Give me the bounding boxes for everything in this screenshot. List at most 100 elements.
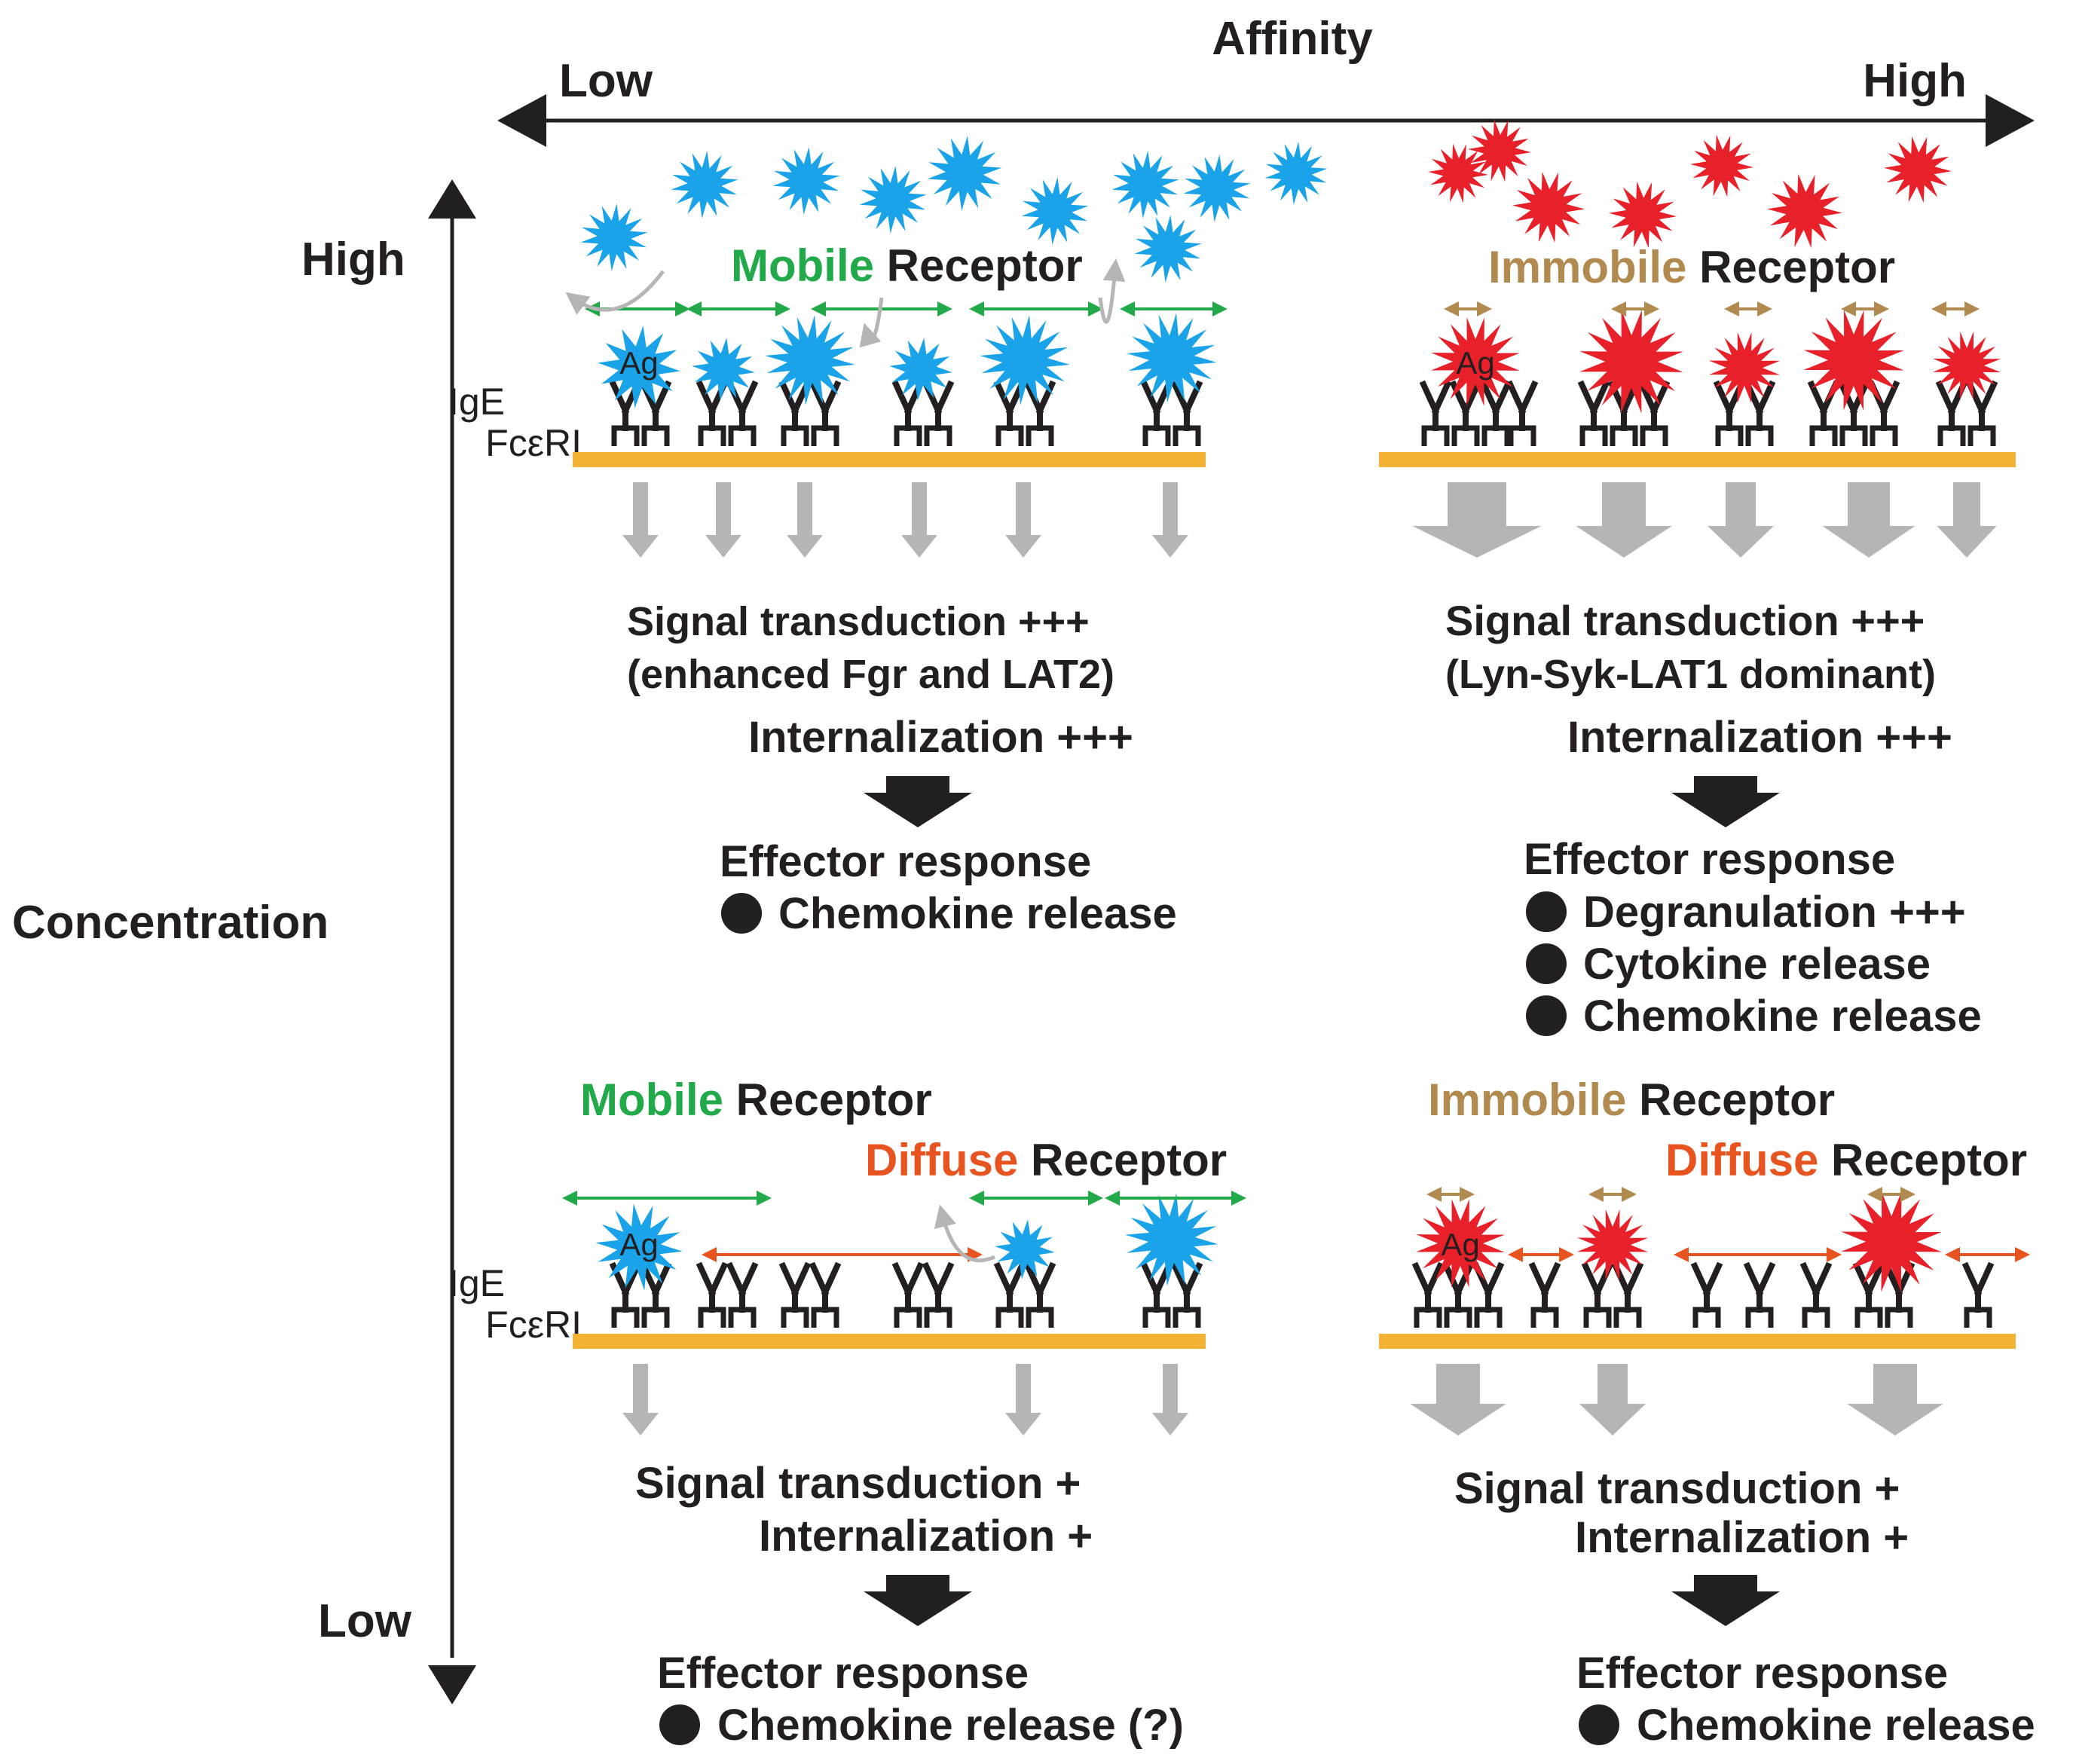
svg-text:Immobile Receptor: Immobile Receptor	[1488, 242, 1895, 292]
effect-item: Degranulation +++	[1583, 888, 1966, 937]
internalization-text: Internalization +	[1575, 1513, 1909, 1562]
signal-arrow-head	[787, 535, 823, 558]
signal-arrow-head	[622, 535, 659, 558]
antigen-icon	[1127, 313, 1217, 403]
signal-arrow-head	[1579, 1404, 1646, 1435]
antigen-icon	[927, 136, 1002, 211]
concentration-title: Concentration	[12, 897, 329, 949]
signal-transduction-text: Signal transduction +	[1454, 1464, 1900, 1513]
ige-antibody-icon	[922, 1261, 955, 1313]
antigen-icon	[1708, 332, 1781, 404]
ige-antibody-icon	[1506, 380, 1539, 431]
antigen-icon	[1841, 1191, 1942, 1292]
bullet	[659, 1704, 700, 1745]
ige-antibody-icon	[1170, 380, 1203, 431]
signal-arrow-shaft	[797, 482, 812, 537]
ag-label: Ag	[1441, 1227, 1479, 1262]
bottom-right-outcome: Signal transduction + Internalization + …	[1454, 1464, 2035, 1750]
signal-detail-text: (Lyn-Syk-LAT1 dominant)	[1445, 652, 1936, 697]
signal-transduction-text: Signal transduction +	[635, 1459, 1081, 1508]
effector-flow-arrows	[864, 776, 1780, 1626]
ige-antibody-icon	[1170, 1261, 1203, 1313]
internalization-text: Internalization +++	[1567, 713, 1952, 762]
antigen-icon	[1579, 310, 1683, 414]
concentration-low-label: Low	[318, 1595, 412, 1647]
ige-antibody-icon	[1961, 1261, 1995, 1313]
affinity-high-arrowhead	[1986, 94, 2035, 147]
antigen-icon	[1932, 331, 2001, 400]
signal-transduction-text: Signal transduction +++	[1445, 597, 1925, 644]
antigen-icon	[595, 1203, 683, 1291]
signal-arrow-shaft	[1848, 482, 1890, 527]
svg-text:Mobile Receptor: Mobile Receptor	[580, 1075, 932, 1125]
signal-transduction-text: Signal transduction +++	[627, 599, 1090, 644]
signal-arrow-head	[1708, 526, 1774, 558]
signal-detail-text: (enhanced Fgr and LAT2)	[627, 652, 1114, 697]
effector-response-title: Effector response	[720, 837, 1091, 886]
antigen-icon	[1428, 143, 1488, 203]
ige-label: IgE	[448, 1262, 505, 1304]
affinity-low-label: Low	[559, 55, 653, 107]
top-left-receptor-label: Mobile Receptor	[731, 240, 1083, 291]
signal-arrow-shaft	[1953, 482, 1980, 527]
ige-antibody-icon	[1799, 1261, 1833, 1313]
top-left-outcome: Signal transduction +++ (enhanced Fgr an…	[627, 599, 1177, 938]
signal-arrow-shaft	[1016, 482, 1031, 537]
ige-antibody-icon	[1419, 380, 1452, 431]
ige-antibody-icon	[1023, 1261, 1056, 1313]
ige-antibody-icon	[1023, 380, 1056, 431]
effect-item: Cytokine release	[1583, 940, 1931, 989]
ige-antibody-icon	[1852, 1261, 1885, 1313]
bottom-right-receptor-labels: Immobile Receptor Diffuse Receptor	[1428, 1075, 2027, 1185]
ige-label: IgE	[448, 381, 505, 423]
diffusion-arrow	[565, 270, 665, 315]
internalization-text: Internalization +	[759, 1512, 1093, 1561]
svg-text:Immobile Receptor: Immobile Receptor	[1428, 1075, 1835, 1125]
ige-antibody-icon	[726, 1261, 759, 1313]
effect-item: Chemokine release	[1637, 1701, 2035, 1750]
ige-antibody-icon	[696, 1261, 729, 1313]
internalization-text: Internalization +++	[748, 713, 1133, 762]
signal-arrow-head	[1822, 526, 1915, 558]
bullet	[1526, 891, 1567, 932]
ag-label: Ag	[619, 1227, 658, 1262]
antigen-icon	[1431, 317, 1520, 406]
ige-antibody-icon	[1577, 380, 1610, 431]
cell-membrane	[1379, 452, 2016, 467]
diffusion-arrow	[1098, 258, 1126, 324]
flow-arrow-icon	[864, 776, 972, 827]
signal-arrow-head	[901, 535, 937, 558]
signal-arrow-shaft	[1436, 1364, 1480, 1405]
antigen-icon	[765, 315, 855, 405]
antigen-icon	[1125, 1193, 1218, 1286]
signal-arrow-shaft	[716, 482, 731, 537]
ag-label: Ag	[619, 345, 658, 381]
signal-arrow-shaft	[1016, 1364, 1031, 1414]
effector-response-title: Effector response	[1524, 835, 1895, 884]
receptor-mobility-arrows	[562, 258, 2030, 1263]
svg-text:Diffuse Receptor: Diffuse Receptor	[865, 1135, 1227, 1185]
antigen-icon	[1416, 1199, 1505, 1288]
antigen-icon	[1264, 142, 1328, 205]
bullet	[721, 893, 762, 934]
affinity-high-label: High	[1863, 55, 1967, 107]
ige-antibody-icon	[993, 1261, 1026, 1313]
signal-arrow-head	[1847, 1404, 1943, 1435]
ige-antibody-icon	[809, 380, 842, 431]
antigen-icon	[1134, 215, 1202, 283]
antigen-icon	[1576, 1209, 1649, 1281]
cell-membrane	[573, 1334, 1206, 1349]
signal-arrow-shaft	[1726, 482, 1756, 527]
concentration-low-arrowhead	[428, 1665, 476, 1704]
signal-arrow-head	[622, 1413, 659, 1435]
signal-arrow-head	[1410, 1404, 1506, 1435]
effector-response-title: Effector response	[1576, 1649, 1948, 1698]
ige-antibody-icon	[1743, 1261, 1776, 1313]
antigen-icon	[1468, 119, 1531, 182]
antigen-particles	[580, 119, 2001, 1292]
signal-arrow-head	[705, 535, 741, 558]
flow-arrow-icon	[1671, 1575, 1780, 1626]
diffusion-curve-arrow	[934, 1204, 996, 1263]
affinity-title: Affinity	[1212, 13, 1373, 65]
